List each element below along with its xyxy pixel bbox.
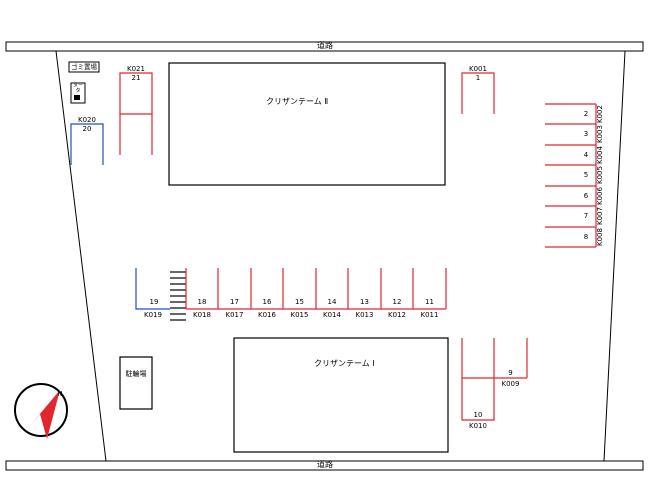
parking-space-21 [119, 72, 153, 155]
space-16-code: K016 [258, 311, 276, 319]
space-1-number: 1 [475, 74, 481, 82]
space-20-code: K020 [78, 116, 96, 124]
boundary-right [603, 50, 626, 462]
space-6-code: K006 [596, 187, 604, 205]
building-north [168, 62, 446, 186]
meter-box-label: メータ [72, 83, 83, 94]
space-7-number: 7 [583, 212, 589, 220]
space-2-number: 2 [583, 110, 589, 118]
space-17-number: 17 [230, 298, 239, 306]
building-south-label: クリザンテーム Ⅰ [314, 359, 375, 368]
space-3-code: K003 [596, 125, 604, 144]
compass-icon [14, 383, 68, 439]
parking-space-20 [70, 123, 104, 165]
space-19-number: 19 [149, 298, 159, 306]
parking-spaces-2-8 [545, 103, 597, 248]
space-5-code: K005 [596, 166, 604, 185]
space-20-number: 20 [82, 125, 92, 133]
space-21-code: K021 [127, 65, 145, 73]
garbage-area-outline [68, 61, 100, 73]
space-19-code: K019 [144, 311, 162, 319]
space-18-code: K018 [193, 311, 211, 319]
space-14-code: K014 [323, 311, 341, 319]
boundary-left [55, 50, 107, 462]
parking-space-19 [135, 268, 170, 310]
space-16-number: 16 [262, 298, 272, 306]
bike-parking-label: 駐輪場 [125, 370, 147, 378]
space-11-number: 11 [425, 298, 434, 306]
parking-spaces-18-11 [185, 268, 447, 310]
space-9-number: 9 [508, 369, 513, 377]
space-11-code: K011 [420, 311, 439, 319]
meter-box-mark [74, 95, 80, 100]
space-2-code: K002 [596, 105, 604, 123]
parking-spaces-10-9 [461, 338, 528, 421]
space-4-code: K004 [596, 146, 604, 164]
space-8-code: K008 [596, 228, 604, 246]
space-15-code: K015 [290, 311, 309, 319]
space-10-code: K010 [469, 422, 487, 430]
space-1-code: K001 [469, 65, 487, 73]
space-21-number: 21 [131, 74, 141, 82]
space-7-code: K007 [596, 207, 604, 226]
space-3-number: 3 [583, 130, 589, 138]
building-north-label: クリザンテーム Ⅱ [266, 97, 329, 106]
space-18-number: 18 [197, 298, 207, 306]
space-4-number: 4 [583, 151, 589, 159]
space-15-number: 15 [295, 298, 304, 306]
building-south [233, 337, 449, 453]
space-8-number: 8 [583, 233, 589, 241]
road-bottom [5, 460, 644, 471]
space-13-code: K013 [355, 311, 374, 319]
compass-north-label: N [57, 390, 63, 398]
hatched-walkway [170, 271, 186, 321]
garbage-area-label: ゴミ置場 [71, 63, 97, 71]
road-top [5, 41, 644, 52]
bike-parking-outline [119, 356, 153, 410]
space-12-code: K012 [388, 311, 406, 319]
space-9-code: K009 [501, 380, 520, 388]
space-17-code: K017 [225, 311, 244, 319]
parking-space-1 [461, 72, 495, 114]
space-5-number: 5 [583, 171, 589, 179]
road-bottom-label: 道路 [317, 460, 333, 469]
space-12-number: 12 [392, 298, 402, 306]
road-top-label: 道路 [317, 41, 333, 50]
space-10-number: 10 [473, 411, 483, 419]
meter-box-outline [70, 82, 86, 104]
space-13-number: 13 [360, 298, 369, 306]
space-6-number: 6 [583, 192, 589, 200]
space-14-number: 14 [327, 298, 337, 306]
